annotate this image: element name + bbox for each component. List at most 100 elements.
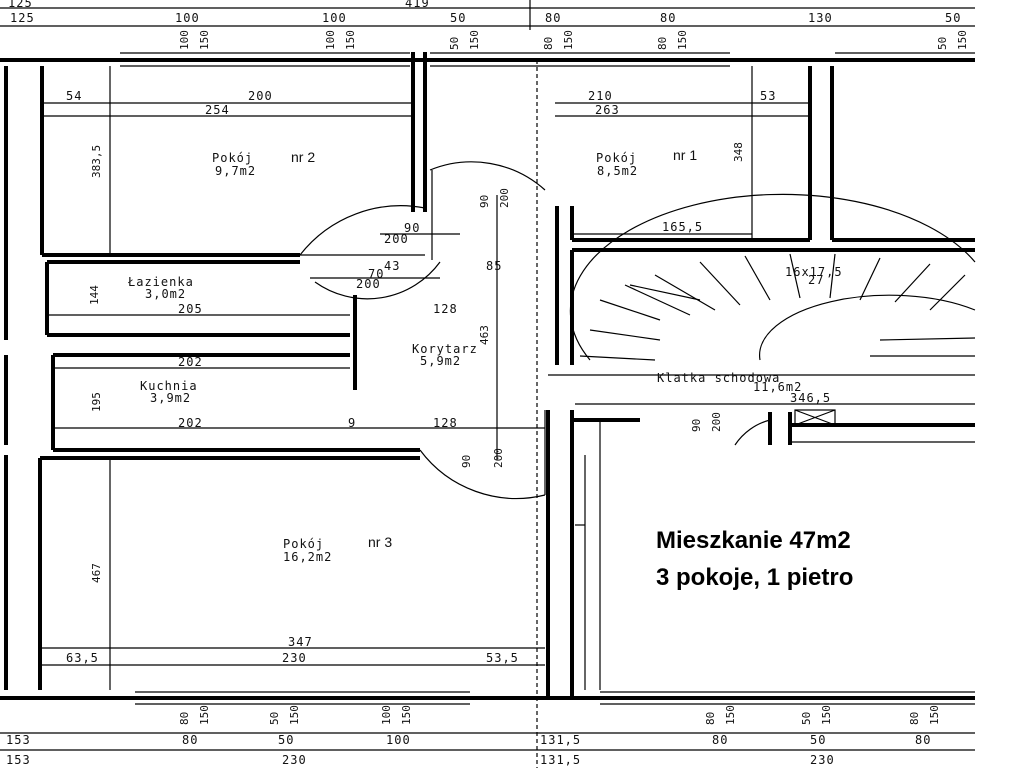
dim-top-80a: 80 [545, 11, 561, 25]
room2-name: Pokój [212, 151, 253, 165]
dim-room2-54: 54 [66, 89, 82, 103]
dim-door-200a: 200 [384, 232, 409, 246]
spiral-stairs [569, 193, 976, 361]
dim-room1-348: 348 [732, 142, 745, 162]
win-bot-1a: 80 [178, 712, 191, 725]
dim-top-80b: 80 [660, 11, 676, 25]
room2-area: 9,7m2 [215, 164, 256, 178]
win-bot-3b: 150 [400, 705, 413, 725]
dim-top-50b: 50 [945, 11, 961, 25]
win-bot-3a: 100 [380, 705, 393, 725]
win-top-5b: 150 [676, 30, 689, 50]
dim-room3-230: 230 [282, 651, 307, 665]
dim-kitchen-9: 9 [348, 416, 356, 430]
kitchen-name: Kuchnia [140, 379, 198, 393]
win-bot-2a: 50 [268, 712, 281, 725]
win-top-1b: 150 [198, 30, 211, 50]
dim-stairs-200: 200 [710, 412, 723, 432]
apartment-rooms-floor: 3 pokoje, 1 pietro [656, 564, 853, 591]
dim-bot2-153: 153 [6, 753, 31, 767]
dim-room3-53-5: 53,5 [486, 651, 519, 665]
dim-bot-100: 100 [386, 733, 411, 747]
dim-kitchen-128: 128 [433, 416, 458, 430]
win-bot-1b: 150 [198, 705, 211, 725]
win-top-4a: 80 [542, 37, 555, 50]
dim-bot-80b: 80 [712, 733, 728, 747]
win-top-6a: 50 [936, 37, 949, 50]
stairwell-name: Klatka schodowa [657, 371, 780, 385]
kitchen-area: 3,9m2 [150, 391, 191, 405]
dim-top-50: 50 [450, 11, 466, 25]
win-top-2a: 100 [324, 30, 337, 50]
dim-bot-50: 50 [278, 733, 294, 747]
win-bot-4a: 80 [704, 712, 717, 725]
win-bot-6a: 80 [908, 712, 921, 725]
dim-top-100a: 100 [175, 11, 200, 25]
dim-stairs-346-5: 346,5 [790, 391, 831, 405]
dim-bot-80c: 80 [915, 733, 931, 747]
dim-bot-131-5: 131,5 [540, 733, 581, 747]
room3-nr: nr 3 [368, 534, 392, 550]
room3-area: 16,2m2 [283, 550, 332, 564]
walls [4, 52, 975, 768]
dim-kitchen-195: 195 [90, 392, 103, 412]
dim-bot-50b: 50 [810, 733, 826, 747]
dim-bath-205: 205 [178, 302, 203, 316]
dim-bath-144: 144 [88, 285, 101, 305]
dim-top-419: 419 [405, 0, 430, 10]
dim-room2-383-5: 383,5 [90, 145, 103, 178]
dim-bot2-131-5: 131,5 [540, 753, 581, 767]
dim-door-85: 85 [486, 259, 502, 273]
top-wall [0, 52, 975, 67]
dim-room1-165-5: 165,5 [662, 220, 703, 234]
win-top-3a: 50 [448, 37, 461, 50]
room1-area: 8,5m2 [597, 164, 638, 178]
win-bot-5a: 50 [800, 712, 813, 725]
dim-door-200c: 200 [356, 277, 381, 291]
bathroom-area: 3,0m2 [145, 287, 186, 301]
stairs-count: 27 [808, 273, 824, 287]
dim-room1-53: 53 [760, 89, 776, 103]
door-swings [299, 161, 836, 500]
corridor-name: Korytarz [412, 342, 478, 356]
win-top-3b: 150 [468, 30, 481, 50]
dim-top-125a: 125 [8, 0, 33, 10]
dim-room1-263: 263 [595, 103, 620, 117]
dim-bot2-230: 230 [282, 753, 307, 767]
win-top-4b: 150 [562, 30, 575, 50]
win-bot-6b: 150 [928, 705, 941, 725]
bottom-wall [0, 691, 975, 751]
win-top-2b: 150 [344, 30, 357, 50]
dim-top-100b: 100 [322, 11, 347, 25]
dim-stairs-90: 90 [690, 419, 703, 432]
dim-room3-63-5: 63,5 [66, 651, 99, 665]
dim-kitchen-202a: 202 [178, 355, 203, 369]
dim-door-low-200: 200 [492, 448, 505, 468]
dim-door-200b: 200 [498, 188, 511, 208]
dim-bot2-230b: 230 [810, 753, 835, 767]
dim-kitchen-202b: 202 [178, 416, 203, 430]
dim-door-70: 70 [368, 267, 384, 281]
win-top-5a: 80 [656, 37, 669, 50]
room3-name: Pokój [283, 537, 324, 551]
win-top-1a: 100 [178, 30, 191, 50]
dim-door-90b: 90 [478, 195, 491, 208]
dim-bot-80: 80 [182, 733, 198, 747]
room2-nr: nr 2 [291, 149, 315, 165]
room1-nr: nr 1 [673, 147, 697, 163]
bathroom-name: Łazienka [127, 275, 194, 289]
dim-room1-210: 210 [588, 89, 613, 103]
dim-door-low-90: 90 [460, 455, 473, 468]
dim-bath-128: 128 [433, 302, 458, 316]
stairwell-area: 11,6m2 [753, 380, 802, 394]
corridor-area: 5,9m2 [420, 354, 461, 368]
win-bot-2b: 150 [288, 705, 301, 725]
win-top-6b: 150 [956, 30, 969, 50]
dim-top-125b: 125 [10, 11, 35, 25]
dim-corridor-463: 463 [478, 325, 491, 345]
dim-bot-153: 153 [6, 733, 31, 747]
room1-name: Pokój [596, 151, 637, 165]
stairs-steps: 16x17,5 [785, 265, 843, 279]
apartment-size: Mieszkanie 47m2 [656, 527, 851, 554]
